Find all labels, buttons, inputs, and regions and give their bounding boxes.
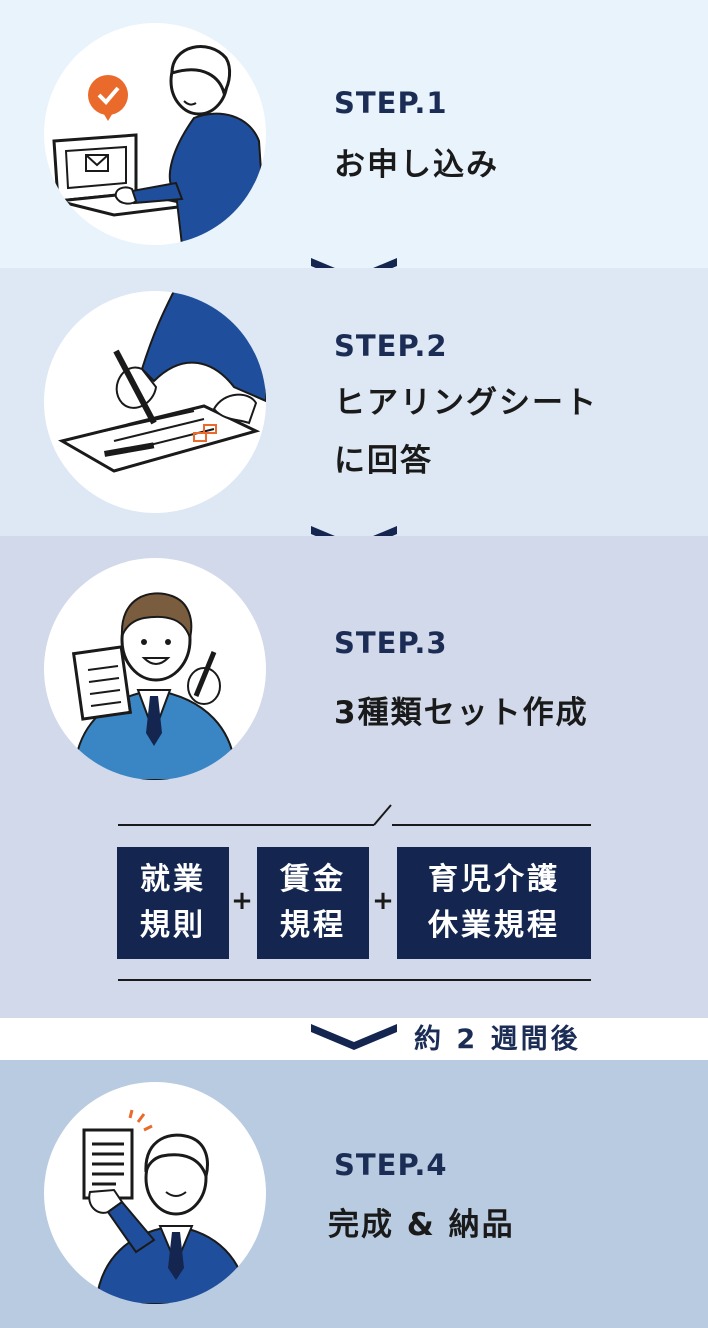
duration-note: 約 2 週間後: [414, 1024, 581, 1055]
step-3-section: STEP.3 3種類セット作成 就業 規則 + 賃金 規程 + 育児介護 休業規…: [0, 536, 708, 1018]
step-1-title: お申し込み: [334, 147, 499, 183]
step-2-section: STEP.2 ヒアリングシート に回答: [0, 268, 708, 536]
step-3-title: 3種類セット作成: [334, 695, 589, 731]
document-box-work-rules: 就業 規則: [117, 847, 229, 959]
person-laptop-email-icon: [44, 23, 266, 245]
step-3-label: STEP.3: [334, 626, 448, 660]
plus-icon: +: [231, 886, 253, 916]
man-holding-clipboard-icon: [44, 558, 266, 780]
step-1-label: STEP.1: [334, 86, 448, 120]
document-box-childcare-leave-rules: 育児介護 休業規程: [397, 847, 591, 959]
step-4-section: STEP.4 完成 & 納品: [0, 1060, 708, 1328]
man-holding-document-icon: [44, 1082, 266, 1304]
divider-notch: [373, 804, 392, 826]
document-box-wage-rules: 賃金 規程: [257, 847, 369, 959]
step-4-title: 完成 & 納品: [328, 1207, 515, 1243]
step-4-label: STEP.4: [334, 1148, 448, 1182]
hand-writing-form-icon: [44, 291, 266, 513]
plus-icon: +: [372, 886, 394, 916]
chevron-down-icon: [311, 1024, 397, 1050]
divider-line: [118, 979, 591, 981]
divider-line: [392, 824, 591, 826]
step-1-section: STEP.1 お申し込み: [0, 0, 708, 268]
divider-line: [118, 824, 374, 826]
step-2-title: ヒアリングシート に回答: [334, 385, 598, 479]
step-2-label: STEP.2: [334, 329, 448, 363]
